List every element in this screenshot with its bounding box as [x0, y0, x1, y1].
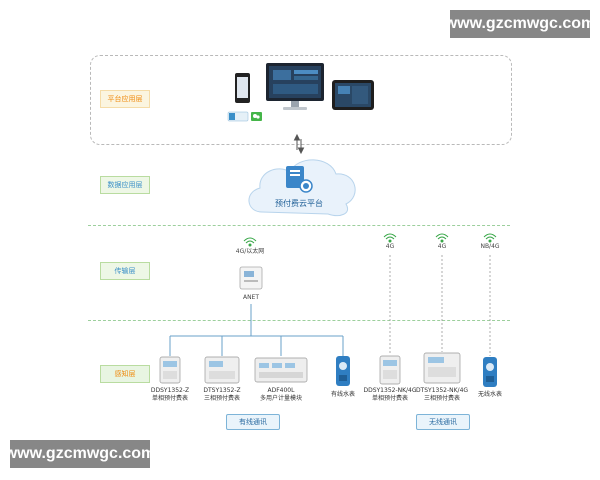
device-name: 三相预付费表	[203, 395, 240, 402]
link-label-4g-b: 4G	[437, 243, 447, 250]
separator-transport-perception	[88, 320, 510, 321]
cloud-platform-label: 预付费云平台	[275, 199, 323, 208]
wired-bus	[169, 304, 344, 356]
wifi-icon-4g-b	[435, 233, 449, 243]
device-name: 无线水表	[477, 391, 502, 398]
single-phase-4g-meter-icon	[379, 355, 401, 385]
multi-user-module-icon	[254, 357, 308, 383]
device-label-ddsy1352-z: DDSY1352-Z 单相预付费表	[140, 387, 200, 403]
wifi-icon-nb	[483, 233, 497, 243]
three-phase-meter-icon	[204, 356, 240, 384]
device-label-wired-water: 有线水表	[320, 391, 366, 399]
layer-tag-perception: 感知层	[100, 365, 150, 383]
monitor-icon	[266, 63, 324, 110]
device-model: DTSY1352-Z	[203, 387, 241, 394]
device-model: DDSY1352-Z	[150, 387, 190, 394]
link-label-nb: NB/4G	[480, 243, 500, 250]
link-label-4g-a: 4G	[385, 243, 395, 250]
device-name: 三相预付费表	[423, 395, 460, 402]
wireless-water-meter-icon	[483, 357, 497, 387]
device-model: DTSY1352-NK/4G	[415, 387, 469, 394]
server-icon	[286, 166, 313, 193]
device-model: DDSY1352-NK/4G	[363, 387, 417, 394]
layer-tag-data: 数据应用层	[100, 176, 150, 194]
gateway-device-icon	[239, 266, 263, 290]
device-name: 多用户计量模块	[259, 395, 302, 402]
device-label-ddsy1352-nk: DDSY1352-NK/4G 单相预付费表	[358, 387, 422, 403]
device-name: 有线水表	[330, 391, 355, 398]
layer-tag-platform: 平台应用层	[100, 90, 150, 108]
watermark-top: www.gzcmwgc.com	[445, 10, 595, 38]
phone-icon	[235, 73, 250, 103]
gateway-link-label: 4G/以太网	[235, 248, 265, 255]
device-label-adf400l: ADF400L 多用户计量模块	[248, 387, 314, 403]
wifi-icon-gateway	[243, 237, 257, 247]
app-icon	[227, 111, 249, 122]
tablet-icon	[332, 80, 374, 110]
device-label-dtsy1352-nk: DTSY1352-NK/4G 三相预付费表	[410, 387, 474, 403]
sync-arrows-icon	[293, 133, 305, 155]
gateway-device-label: ANET	[242, 294, 260, 301]
device-model: ADF400L	[267, 387, 295, 394]
watermark-bottom: www.gzcmwgc.com	[5, 440, 155, 468]
wired-comm-tag: 有线通讯	[226, 414, 280, 430]
separator-data-transport	[88, 225, 510, 226]
single-phase-meter-icon	[159, 356, 181, 384]
wireless-drops	[389, 255, 491, 356]
device-name: 单相预付费表	[371, 395, 408, 402]
wireless-comm-tag: 无线通讯	[416, 414, 470, 430]
layer-tag-transport: 传输层	[100, 262, 150, 280]
wechat-icon	[251, 112, 262, 121]
device-name: 单相预付费表	[151, 395, 188, 402]
device-label-wireless-water: 无线水表	[468, 391, 512, 399]
three-phase-4g-meter-icon	[423, 352, 461, 384]
device-label-dtsy1352-z: DTSY1352-Z 三相预付费表	[192, 387, 252, 403]
wifi-icon-4g-a	[383, 233, 397, 243]
wired-water-meter-icon	[336, 356, 350, 386]
